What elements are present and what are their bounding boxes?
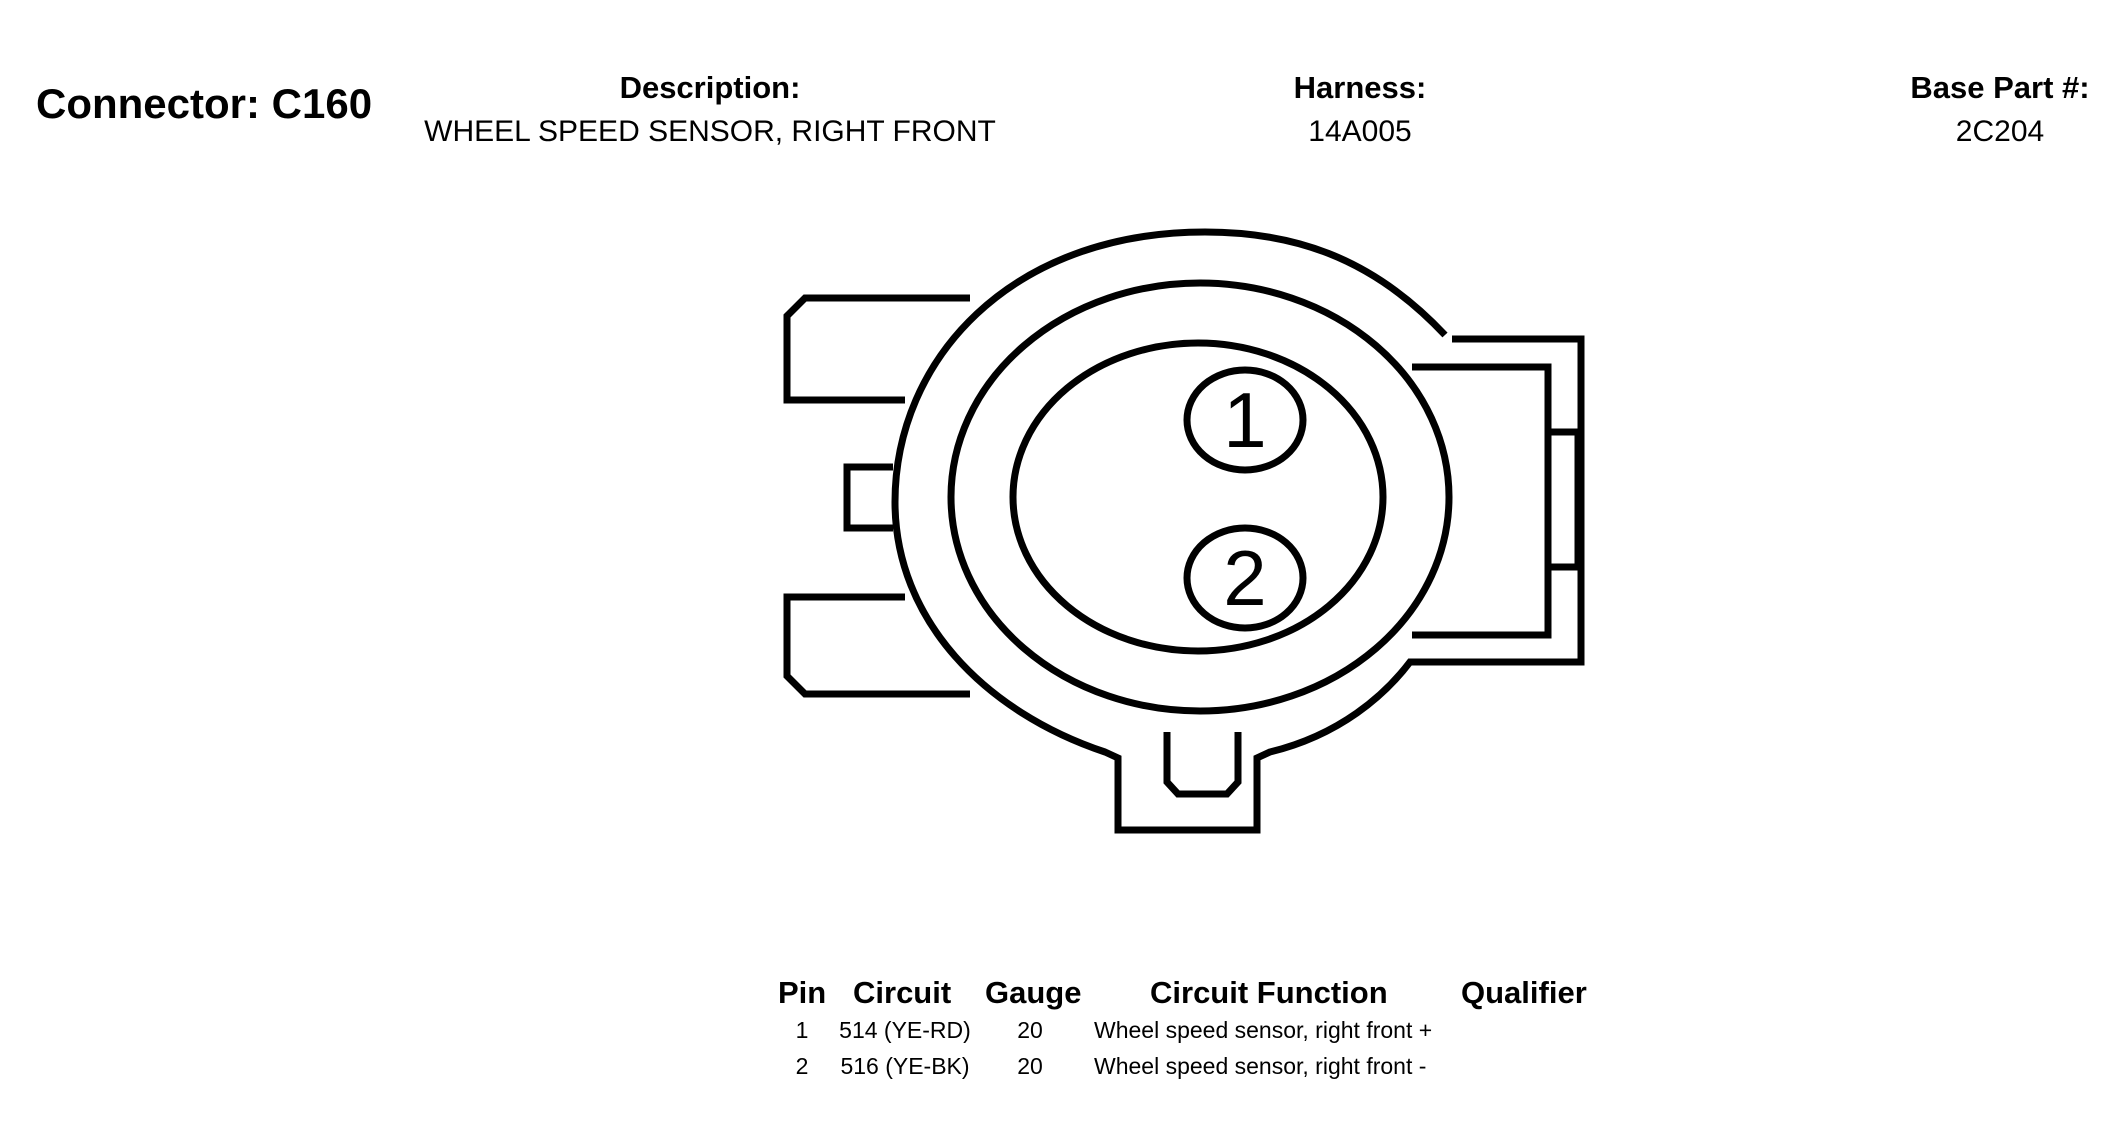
table-header-gauge: Gauge — [985, 975, 1082, 1010]
connector-title: Connector: C160 — [36, 80, 373, 127]
bottom-key-notch — [1163, 732, 1242, 798]
table-header-function: Circuit Function — [1150, 975, 1388, 1010]
pin-cavity-face — [1009, 339, 1387, 655]
table-header-circuit: Circuit — [853, 975, 952, 1010]
description-label: Description: — [619, 70, 801, 105]
base-part-value: 2C204 — [1955, 115, 2045, 148]
harness-value: 14A005 — [1308, 115, 1412, 148]
latch-tab-middle — [843, 463, 893, 532]
side-rail — [1412, 363, 1552, 639]
description-value: WHEEL SPEED SENSOR, RIGHT FRONT — [424, 115, 996, 148]
table-cell-gauge: 20 — [1017, 1017, 1043, 1043]
latch-tab-upper — [783, 294, 970, 404]
table-cell-function: Wheel speed sensor, right front - — [1094, 1053, 1427, 1079]
side-key — [1548, 428, 1582, 571]
pin-1-label: 1 — [1223, 376, 1266, 464]
base-part-label: Base Part #: — [1910, 70, 2090, 105]
table-cell-pin: 1 — [795, 1017, 809, 1043]
table-cell-circuit: 516 (YE-BK) — [840, 1053, 970, 1079]
table-cell-function: Wheel speed sensor, right front + — [1094, 1017, 1433, 1043]
table-cell-pin: 2 — [795, 1053, 809, 1079]
housing-outline — [891, 228, 1585, 834]
harness-label: Harness: — [1293, 70, 1427, 105]
latch-tab-lower — [783, 593, 970, 698]
pin-2-circle — [1183, 524, 1307, 632]
table-cell-circuit: 514 (YE-RD) — [839, 1017, 971, 1043]
pin-2-label: 2 — [1223, 534, 1266, 622]
pin-1-circle — [1183, 366, 1307, 474]
table-header-pin: Pin — [778, 975, 827, 1010]
table-header-qualifier: Qualifier — [1461, 975, 1587, 1010]
table-cell-gauge: 20 — [1017, 1053, 1043, 1079]
seal-ring — [947, 279, 1453, 715]
